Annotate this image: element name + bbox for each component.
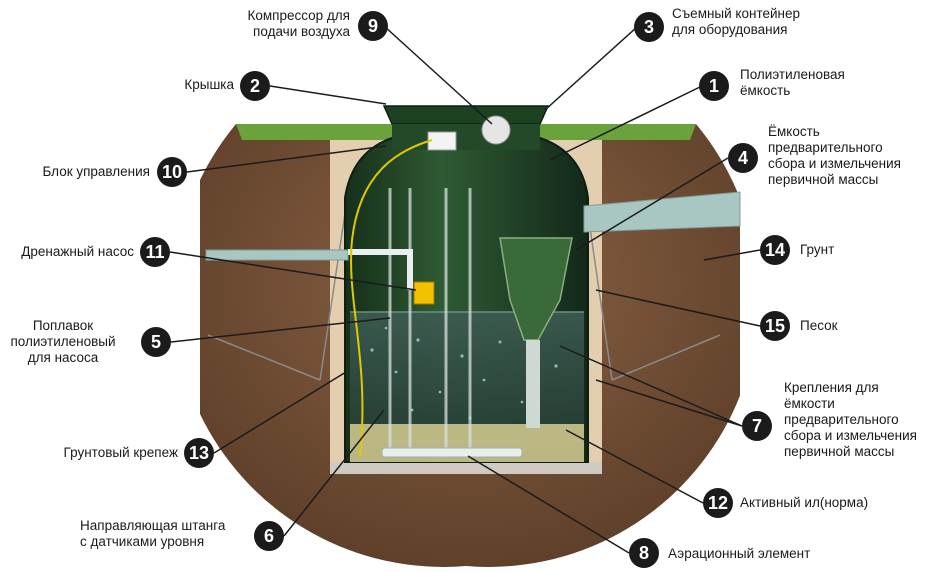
callout-badge-10: 10 xyxy=(157,157,187,187)
callout-badge-12: 12 xyxy=(703,488,733,518)
callout-badge-15: 15 xyxy=(760,311,790,341)
callout-badge-1: 1 xyxy=(699,71,729,101)
drainage-pump xyxy=(414,282,434,304)
callout-badge-4: 4 xyxy=(728,143,758,173)
label-lid: Крышка xyxy=(140,77,234,93)
callout-badge-14: 14 xyxy=(760,235,790,265)
pre-collection-pipe xyxy=(526,340,540,428)
label-drainage-pump: Дренажный насос xyxy=(0,244,134,260)
callout-badge-11: 11 xyxy=(140,237,170,267)
callout-badge-13: 13 xyxy=(184,438,214,468)
callout-badge-5: 5 xyxy=(141,327,171,357)
callout-badge-2: 2 xyxy=(240,71,270,101)
label-soil: Грунт xyxy=(800,242,834,258)
label-sand: Песок xyxy=(800,318,838,334)
callout-badge-7: 7 xyxy=(742,411,772,441)
callout-badge-9: 9 xyxy=(358,11,388,41)
label-control-unit: Блок управления xyxy=(10,164,150,180)
callout-badge-6: 6 xyxy=(254,521,284,551)
control-unit xyxy=(428,132,456,150)
callout-badge-3: 3 xyxy=(634,12,664,42)
label-ground-anchor: Грунтовый крепеж xyxy=(20,445,178,461)
tank-lid xyxy=(384,106,548,124)
air-compressor xyxy=(482,116,510,144)
gravel-base xyxy=(330,462,602,474)
callout-badge-8: 8 xyxy=(629,538,659,568)
label-aeration-element: Аэрационный элемент xyxy=(668,546,810,562)
outlet-pipe xyxy=(206,250,348,260)
label-active-sludge: Активный ил(норма) xyxy=(740,495,868,511)
aeration-element xyxy=(382,448,522,457)
